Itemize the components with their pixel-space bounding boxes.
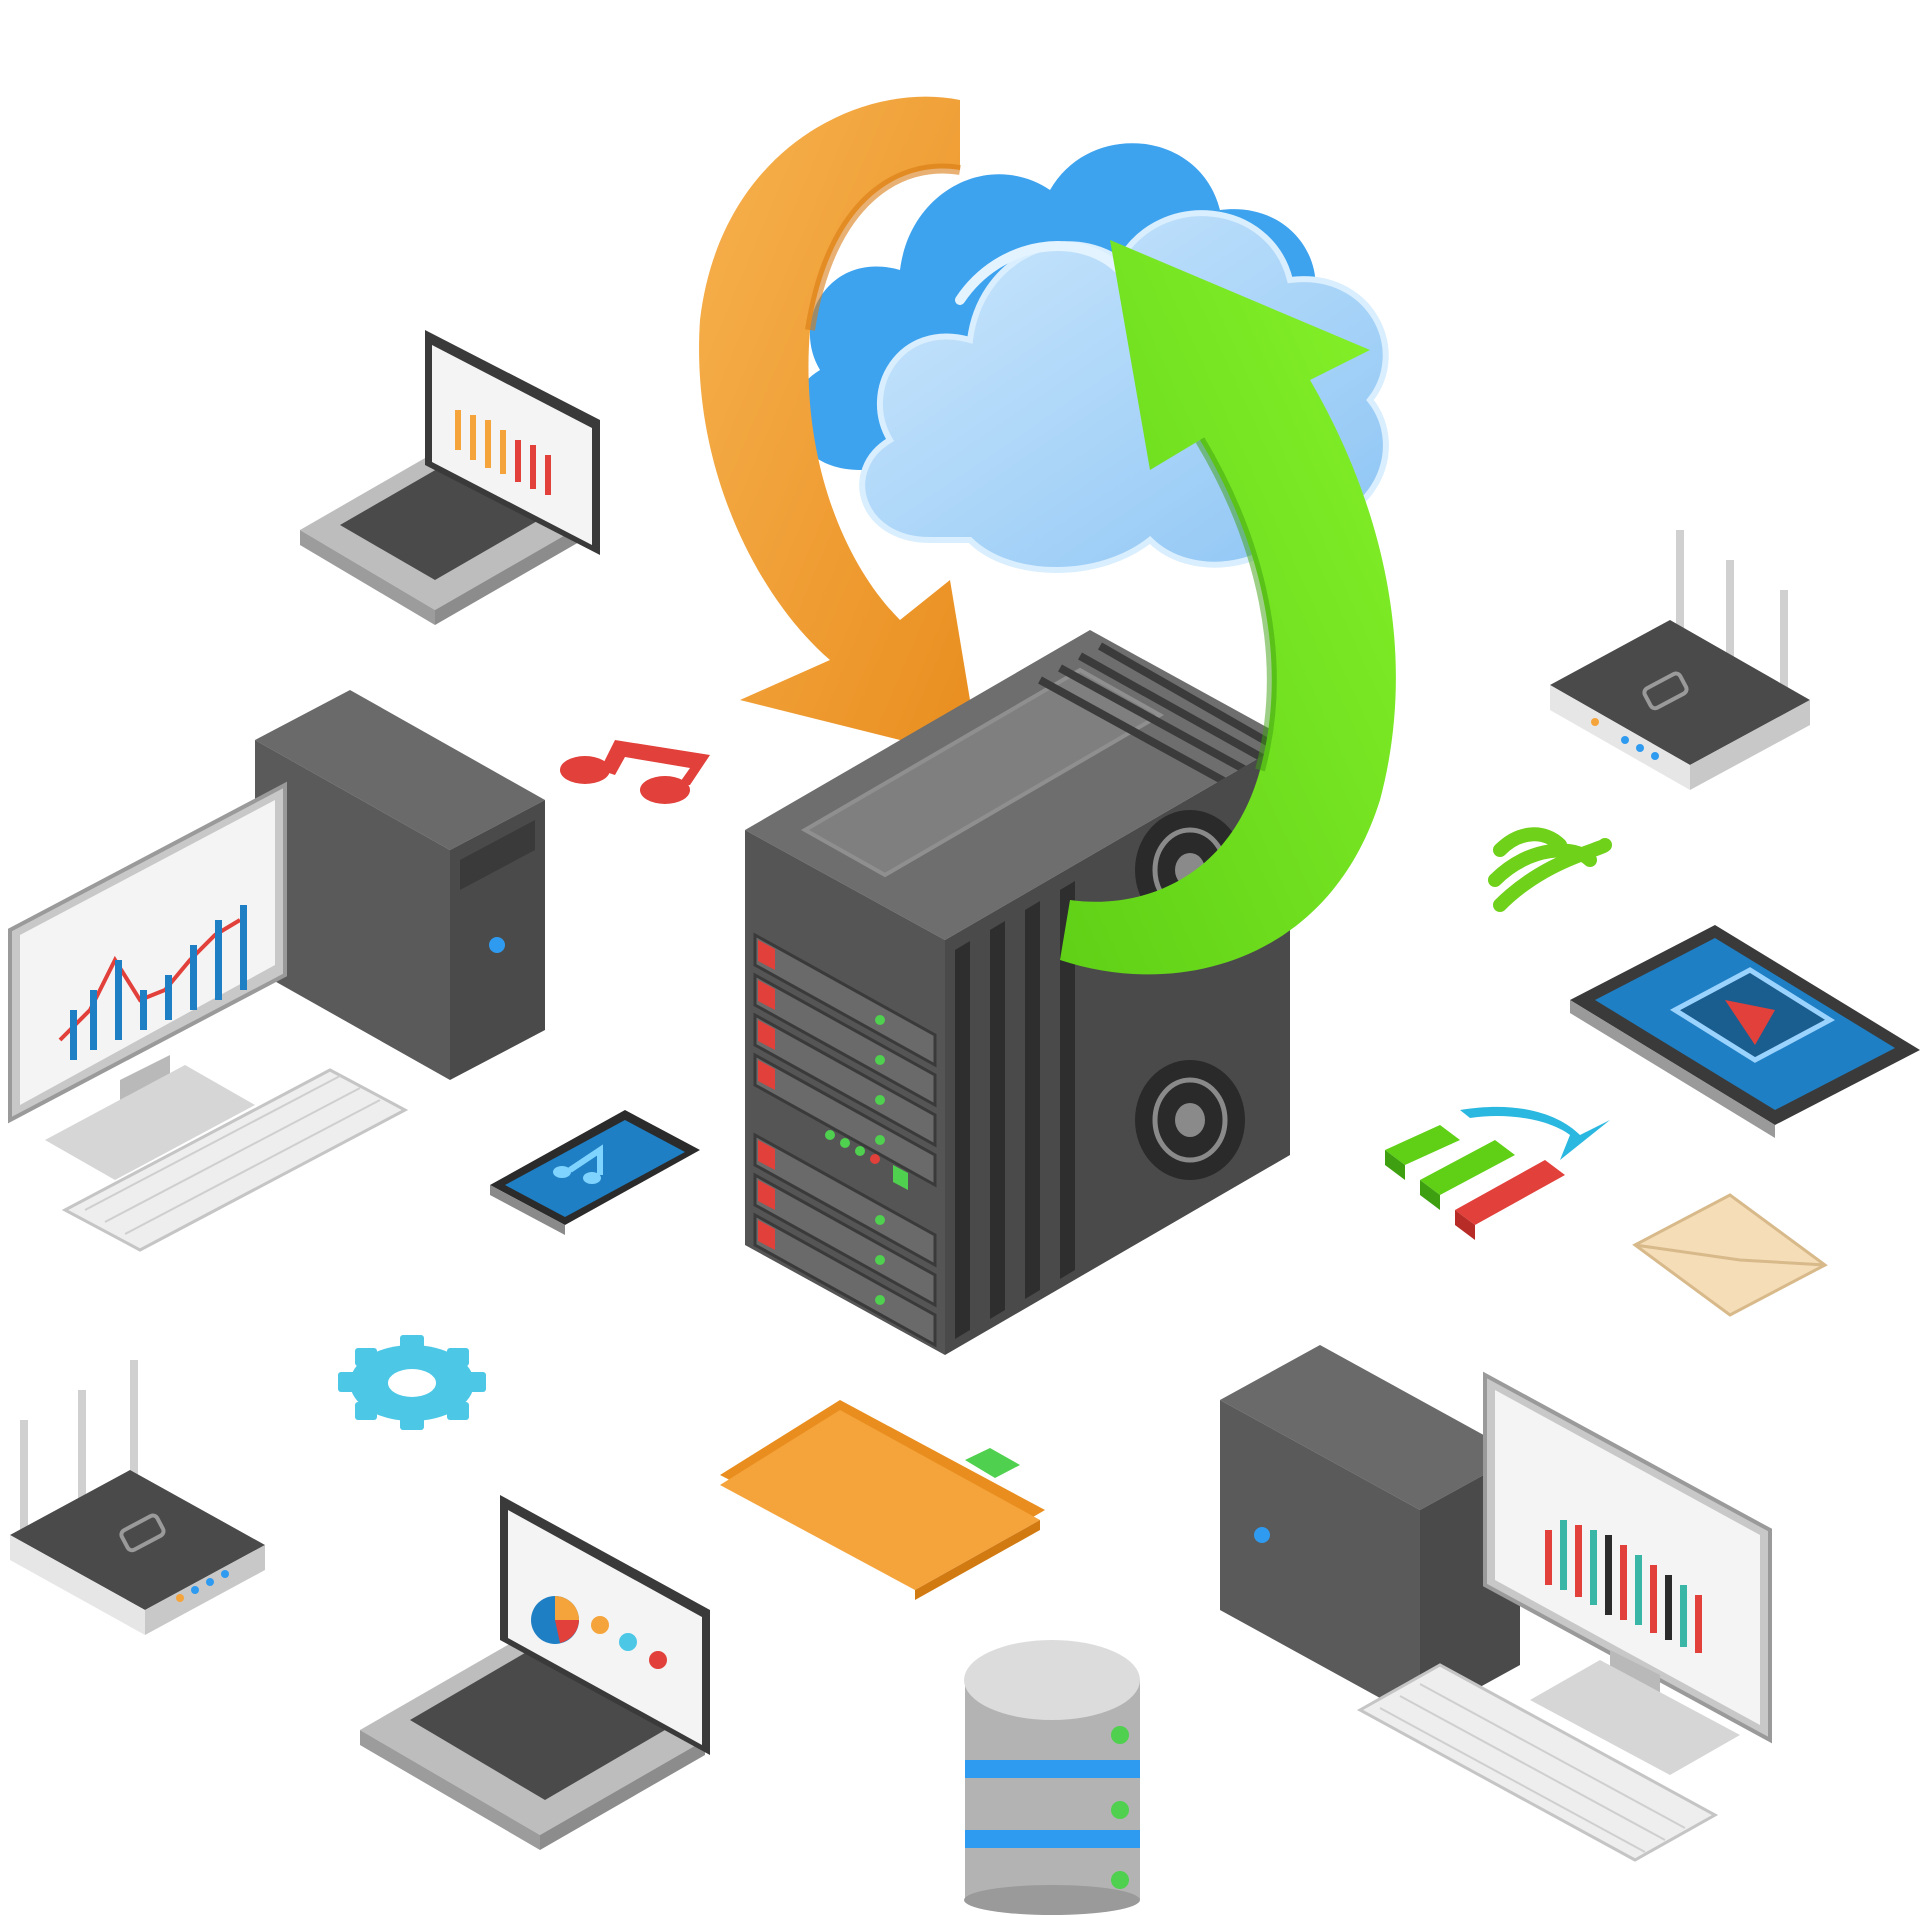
laptop-icon	[360, 1495, 710, 1850]
orange-arrow-icon	[699, 96, 980, 761]
database-icon	[964, 1640, 1140, 1915]
pie-chart-icon	[531, 1596, 579, 1644]
server-tower-icon	[745, 630, 1290, 1355]
router-icon	[10, 1360, 265, 1635]
bar-chart-icon	[1385, 1106, 1610, 1240]
fan-icon	[1135, 1060, 1245, 1180]
gear-icon	[338, 1335, 486, 1430]
tablet-icon	[1570, 925, 1920, 1138]
drive-bays	[753, 932, 937, 1348]
smartphone-icon	[490, 1110, 700, 1235]
folder-icon	[720, 1400, 1045, 1600]
laptop-icon	[300, 330, 600, 625]
green-arrow-icon	[1060, 240, 1396, 975]
music-note-icon	[560, 740, 710, 804]
router-icon	[1550, 530, 1810, 790]
desktop-computer-icon	[8, 690, 545, 1252]
wifi-icon	[1488, 827, 1612, 912]
mail-icon	[1632, 1193, 1828, 1317]
desktop-computer-icon	[1220, 1345, 1772, 1862]
